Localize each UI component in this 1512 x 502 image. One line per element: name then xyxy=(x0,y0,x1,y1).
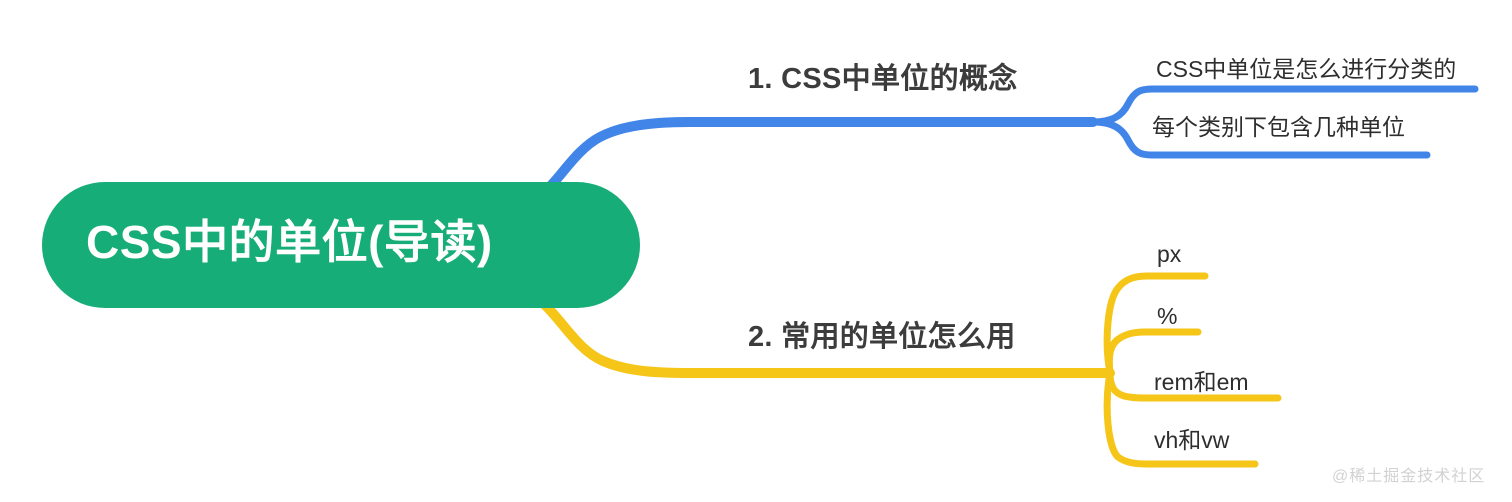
leaf-label-yellow-3[interactable]: rem和em xyxy=(1154,369,1249,395)
yellow-leaf-connector-1 xyxy=(1103,272,1209,377)
watermark: @稀土掘金技术社区 xyxy=(1332,468,1486,485)
yellow-leaf-connector-2 xyxy=(1105,328,1202,377)
branch-label-1[interactable]: 1. CSS中单位的概念 xyxy=(748,63,1018,95)
branch-label-2[interactable]: 2. 常用的单位怎么用 xyxy=(748,321,1016,353)
root-node-shape[interactable] xyxy=(42,182,640,308)
blue-leaf-connector-2 xyxy=(1089,118,1431,159)
leaf-label-blue-2[interactable]: 每个类别下包含几种单位 xyxy=(1152,114,1405,140)
yellow-leaf-connector-4 xyxy=(1103,369,1259,468)
leaf-label-blue-1[interactable]: CSS中单位是怎么进行分类的 xyxy=(1156,56,1457,82)
leaf-label-yellow-2[interactable]: % xyxy=(1157,303,1178,329)
yellow-branch-stem xyxy=(540,300,1115,378)
leaf-label-yellow-1[interactable]: px xyxy=(1157,241,1182,267)
root-node-label: CSS中的单位(导读) xyxy=(86,216,493,268)
leaf-label-yellow-4[interactable]: vh和vw xyxy=(1154,427,1230,453)
blue-branch-stem xyxy=(535,117,1098,201)
